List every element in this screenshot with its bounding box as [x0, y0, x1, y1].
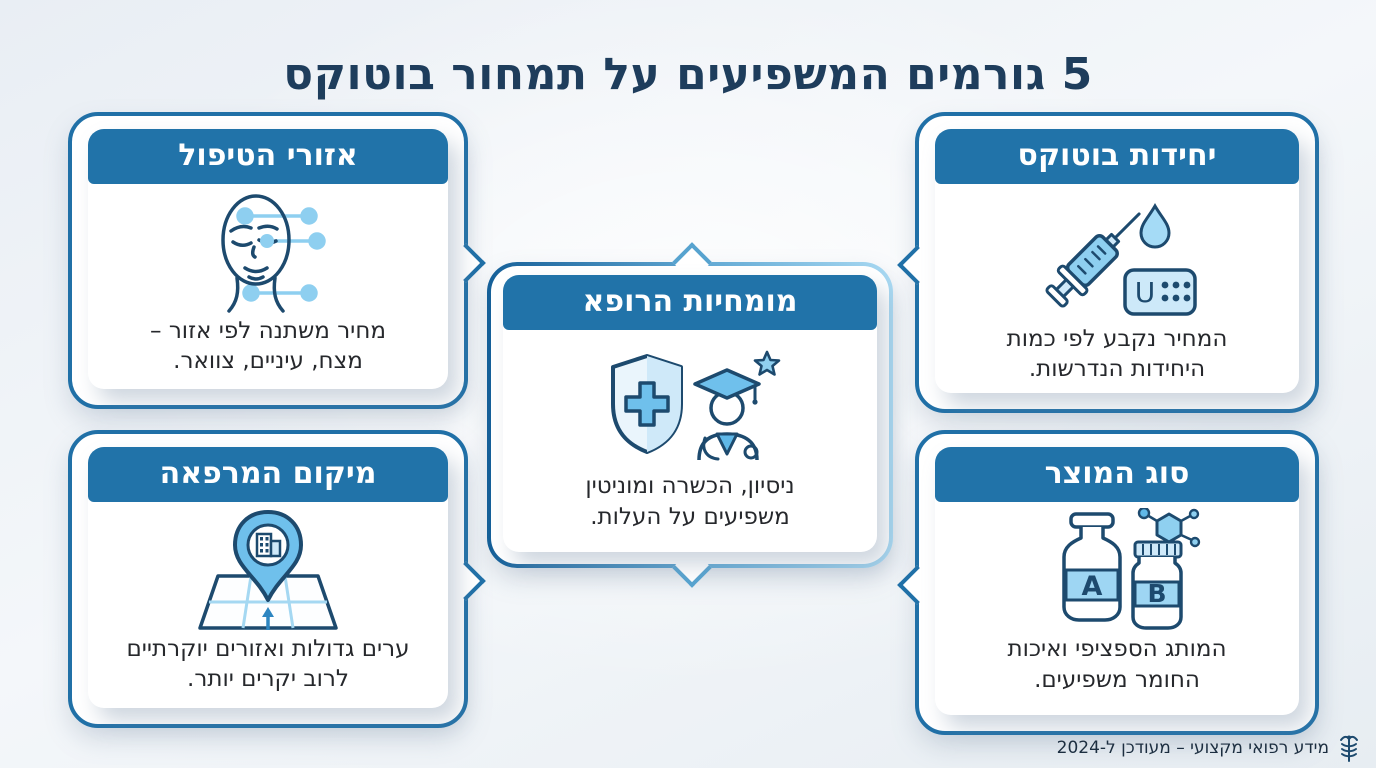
card-inner: אזורי הטיפול: [88, 129, 448, 389]
map-pin-building-icon: [198, 510, 338, 630]
card-product-type: סוג המוצר: [897, 430, 1319, 735]
icon-wrap: [88, 502, 448, 634]
medical-cross-icon: [624, 380, 670, 427]
star-icon: [753, 350, 781, 376]
icon-wrap: A B: [935, 502, 1299, 634]
face-injection-points-icon: [221, 194, 326, 313]
bubble-pointer-down: [672, 548, 712, 588]
bubble-pointer-left: [897, 564, 937, 605]
icon-wrap: [503, 330, 877, 471]
card-body-treatment-areas: מחיר משתנה לפי אזור – מצח, עיניים, צוואר…: [150, 318, 386, 375]
bubble-pointer-right: [446, 242, 486, 283]
location-pin-icon: [233, 510, 303, 602]
vial-a-icon: A: [1062, 512, 1122, 622]
page-title: 5 גורמים המשפיעים על תמחור בוטוקס: [283, 49, 1093, 101]
up-arrow-icon: [262, 607, 274, 630]
footer-text: מידע רפואי מקצועי – מעודכן ל-2024: [1056, 738, 1329, 758]
card-doctor-expertise: מומחיות הרופא: [487, 242, 893, 588]
card-header-treatment-areas: אזורי הטיפול: [88, 129, 448, 184]
vial-a-label: A: [1082, 571, 1103, 602]
vial-b-icon: B: [1131, 540, 1183, 630]
card-header-product-type: סוג המוצר: [935, 447, 1299, 502]
drop-icon: [1139, 203, 1171, 249]
vial-b-label: B: [1147, 579, 1166, 608]
card-header-botox-units: יחידות בוטוקס: [935, 129, 1299, 184]
unit-letter: U: [1135, 276, 1156, 309]
card-header-clinic-location: מיקום המרפאה: [88, 447, 448, 502]
card-body-product-type: המותג הספציפי ואיכות החומר משפיעים.: [1007, 636, 1227, 693]
card-header-doctor-expertise: מומחיות הרופא: [503, 275, 877, 330]
bubble-pointer-right: [446, 561, 486, 601]
injection-dot: [260, 234, 274, 248]
card-body-clinic-location: ערים גדולות ואזורים יוקרתיים לרוב יקרים …: [126, 636, 410, 693]
icon-wrap: [88, 184, 448, 316]
icon-wrap: U: [935, 184, 1299, 324]
card-inner: מומחיות הרופא: [503, 275, 877, 552]
syringe-units-icon: U: [1045, 203, 1197, 316]
graduate-doctor-icon: [693, 367, 761, 461]
molecule-icon: [1137, 508, 1201, 548]
shield-doctor-icon: [611, 350, 781, 461]
units-pad: U: [1123, 268, 1197, 316]
bubble-pointer-left: [897, 244, 937, 285]
card-treatment-areas: אזורי הטיפול: [68, 112, 486, 409]
card-inner: סוג המוצר: [935, 447, 1299, 715]
card-inner: מיקום המרפאה: [88, 447, 448, 708]
footer: מידע רפואי מקצועי – מעודכן ל-2024: [1057, 734, 1360, 762]
card-clinic-location: מיקום המרפאה: [68, 430, 486, 728]
card-botox-units: יחידות בוטוקס U: [897, 112, 1319, 413]
card-body-doctor-expertise: ניסיון, הכשרה ומוניטין משפיעים על העלות.: [585, 473, 795, 530]
vials-molecule-icon: A B: [1062, 508, 1201, 630]
caduceus-icon: [1340, 735, 1358, 762]
card-inner: יחידות בוטוקס U: [935, 129, 1299, 393]
card-body-botox-units: המחיר נקבע לפי כמות היחידות הנדרשות.: [1006, 326, 1228, 383]
